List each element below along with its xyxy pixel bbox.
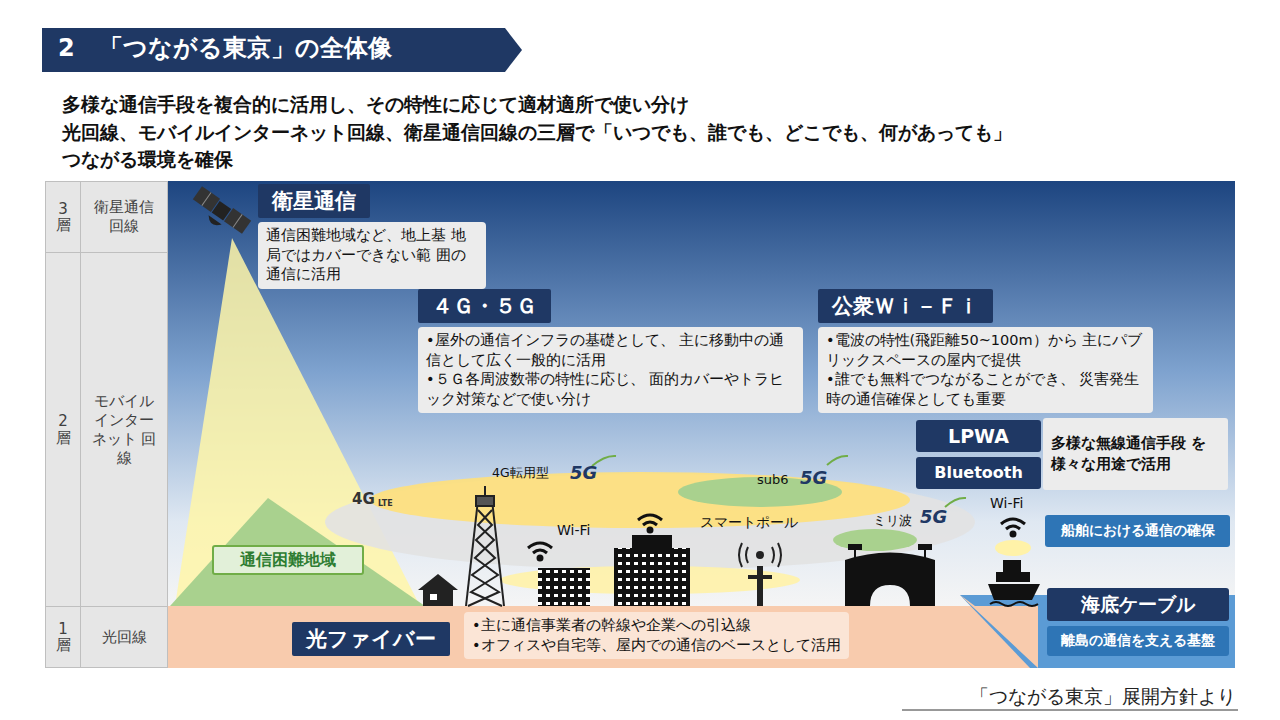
- map-label: 5G: [570, 462, 597, 483]
- node-box: 3 層: [45, 181, 81, 253]
- caption: 「つながる東京」展開方針より: [970, 684, 1236, 710]
- map-label: 4G転用型: [492, 465, 549, 482]
- map-label: sub6: [757, 472, 789, 487]
- caption-underline: [902, 710, 1238, 711]
- node-box: 公衆Ｗｉ－Ｆｉ •電波の特性(飛距離50~100m）から 主にパブリックスペースの…: [818, 289, 1153, 413]
- land-ground: [168, 606, 1038, 668]
- node-box: 船舶における通信の確保: [1045, 515, 1230, 547]
- node-box: 衛星通信通信困難地域など、地上基 地局ではカバーできない範 囲の通信に活用: [258, 184, 486, 289]
- smart-pole-icon: [739, 543, 781, 606]
- satellite-beam: [175, 238, 420, 606]
- heading-box: 衛星通信: [258, 184, 370, 218]
- title-banner: [42, 28, 522, 72]
- body-text: •５Ｇ各周波数帯の特性に応じ、 面的カバーやトラヒック対策などで使い分け: [426, 370, 795, 409]
- node-box: 2 層: [45, 252, 81, 607]
- title: 2 「つながる東京」の全体像: [58, 32, 392, 64]
- building-icon: [614, 548, 690, 606]
- node-box: 離島の通信を支える基盤: [1047, 626, 1229, 656]
- body-text: •主に通信事業者の幹線や企業への引込線: [472, 616, 841, 636]
- node-box: Bluetooth: [916, 457, 1041, 489]
- body-text: •電波の特性(飛距離50~100m）から 主にパブリックスペースの屋内で提供: [826, 331, 1145, 370]
- node-box: モバイル インター ネット 回線: [80, 252, 168, 607]
- lte-coverage: [370, 472, 910, 528]
- mmwave-coverage: [833, 529, 917, 551]
- subtitle-text: 光回線、モバイルインターネット回線、衛星通信回線の三層で「いつでも、誰でも、どこ…: [62, 120, 1012, 146]
- box-text: 通信困難地域: [240, 549, 336, 571]
- map-label: 4G: [352, 490, 375, 508]
- heading-box: ４Ｇ・５Ｇ: [418, 289, 551, 323]
- subtitle-text: つながる環境を確保: [62, 147, 233, 173]
- body-text: 通信困難地域など、地上基 地局ではカバーできない範 囲の通信に活用: [266, 226, 478, 285]
- node-box: 通信困難地域: [212, 545, 364, 575]
- map-label: LTE: [378, 499, 393, 508]
- node-box: 光回線: [80, 606, 168, 668]
- node-box: 衛星通信 回線: [80, 181, 168, 253]
- tower-icon: [466, 486, 504, 606]
- wifi-symbol: [528, 515, 1025, 560]
- layer-label: 1 層: [56, 621, 71, 654]
- box-text: 離島の通信を支える基盤: [1061, 631, 1215, 651]
- map-label: Wi-Fi: [990, 495, 1023, 511]
- node-box: 1 層: [45, 606, 81, 668]
- box-text: LPWA: [948, 423, 1009, 450]
- text-panel: •電波の特性(飛距離50~100m）から 主にパブリックスペースの屋内で提供•誰…: [818, 327, 1153, 413]
- layer-label: 2 層: [56, 413, 71, 446]
- map-label: 5G: [800, 467, 827, 488]
- box-text: 海底ケーブル: [1081, 591, 1195, 618]
- text-panel: •主に通信事業者の幹線や企業への引込線•オフィスや自宅等、屋内での通信のベースと…: [464, 612, 849, 659]
- building-icon: [632, 535, 672, 549]
- node-box: ４Ｇ・５Ｇ •屋外の通信インフラの基礎として、 主に移動中の通信として広く一般的に…: [418, 289, 803, 413]
- satellite-icon: [188, 186, 251, 241]
- heading-box: 光ファイバー: [292, 622, 450, 656]
- building-icon: [538, 568, 590, 606]
- map-label: 5G: [920, 506, 947, 527]
- land-edge: [960, 595, 1038, 668]
- body-text: •屋外の通信インフラの基礎として、 主に移動中の通信として広く一般的に活用: [426, 331, 795, 370]
- sky-ground: [168, 181, 1235, 607]
- 5g-mark: [592, 456, 966, 507]
- subtitle-text: 多様な通信手段を複合的に活用し、その特性に応じて適材適所で使い分け: [62, 92, 689, 118]
- box-text: 多様な無線通信手段 を様々な用途で活用: [1051, 433, 1220, 475]
- box-text: 船舶における通信の確保: [1061, 521, 1215, 541]
- body-text: •オフィスや自宅等、屋内での通信のベースとして活用: [472, 636, 841, 656]
- node-box: 多様な無線通信手段 を様々な用途で活用: [1043, 418, 1228, 490]
- node-box: LPWA: [916, 420, 1041, 452]
- body-text: •誰でも無料でつながることができ、 災害発生時の通信確保としても重要: [826, 370, 1145, 409]
- text-panel: •屋外の通信インフラの基礎として、 主に移動中の通信として広く一般的に活用•５Ｇ…: [418, 327, 803, 413]
- wifi-glow: [995, 540, 1031, 556]
- map-label: Wi-Fi: [557, 522, 590, 538]
- layer-label: モバイル インター ネット 回線: [87, 392, 162, 468]
- box-text: Bluetooth: [934, 462, 1023, 484]
- text-panel: 通信困難地域など、地上基 地局ではカバーできない範 囲の通信に活用: [258, 222, 486, 289]
- ship-icon: [988, 560, 1040, 606]
- house-icon: [418, 574, 458, 606]
- layer-label: 衛星通信 回線: [87, 198, 162, 236]
- layer-label: 光回線: [87, 628, 162, 647]
- node-box: 海底ケーブル: [1047, 588, 1229, 621]
- stadium-icon: [845, 544, 935, 606]
- map-label: ミリ波: [873, 512, 912, 530]
- map-label: スマートポール: [700, 514, 798, 532]
- heading-box: 公衆Ｗｉ－Ｆｉ: [818, 289, 993, 323]
- layer-label: 3 層: [56, 201, 71, 234]
